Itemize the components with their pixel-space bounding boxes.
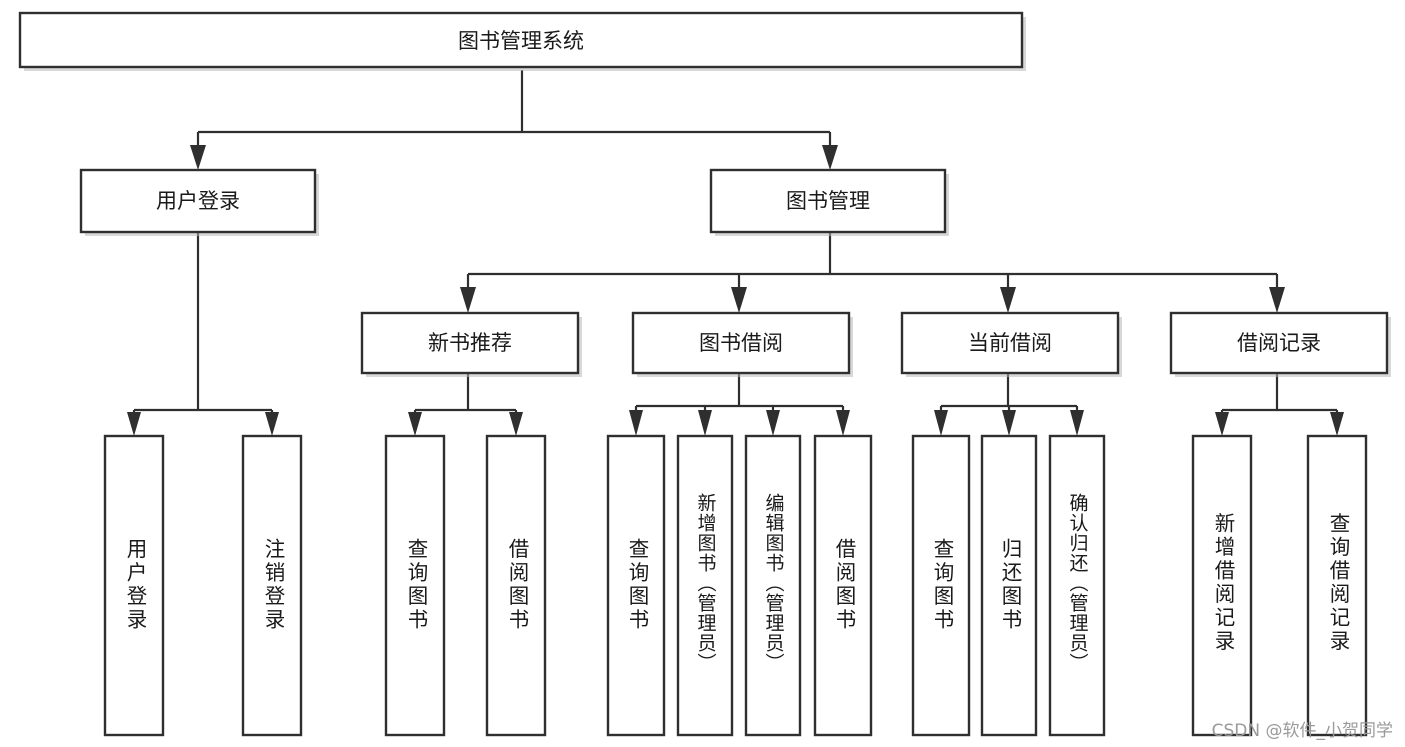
- leaf-bb-edit-book-box[interactable]: [744, 434, 802, 737]
- leaf-cb-query-book-label: 查询图书: [930, 538, 954, 632]
- arrow-to-leaf-bb-edit-book: [766, 410, 780, 436]
- connectors-layer: [127, 70, 1344, 436]
- current-borrow-label: 当前借阅: [968, 331, 1052, 355]
- leaf-bb-edit-book-label: 编辑图书（管理员）: [763, 493, 785, 673]
- node-borrow-record[interactable]: 借阅记录: [1169, 311, 1391, 377]
- new-book-recommend-label: 新书推荐: [428, 331, 512, 355]
- csdn-watermark: CSDN @软件_小贺同学: [1211, 721, 1393, 741]
- arrow-to-book-manage: [822, 145, 838, 170]
- root-box[interactable]: [18, 11, 1024, 69]
- leaf-br-add-record-label: 新增借阅记录: [1211, 513, 1235, 654]
- arrow-to-book-borrow: [731, 287, 747, 313]
- node-leaf-rec-query-book[interactable]: 查询图书: [384, 434, 446, 737]
- new-book-recommend-box[interactable]: [360, 311, 580, 375]
- node-new-book-recommend[interactable]: 新书推荐: [360, 311, 582, 377]
- node-leaf-cb-confirm-return[interactable]: 确认归还（管理员）: [1048, 434, 1106, 737]
- leaf-cb-return-book-label: 归还图书: [998, 538, 1022, 632]
- leaf-user-login-box[interactable]: [103, 434, 165, 737]
- arrow-to-leaf-br-query-record: [1330, 412, 1344, 436]
- leaf-br-query-record-box[interactable]: [1306, 434, 1368, 737]
- arrow-to-leaf-rec-query-book: [408, 412, 422, 436]
- leaf-cb-query-book-box[interactable]: [911, 434, 971, 737]
- node-leaf-cb-return-book[interactable]: 归还图书: [980, 434, 1038, 737]
- node-leaf-bb-edit-book[interactable]: 编辑图书（管理员）: [744, 434, 802, 737]
- user-login-label: 用户登录: [156, 189, 240, 213]
- leaf-user-logout-label: 注销登录: [261, 538, 285, 632]
- node-leaf-bb-add-book[interactable]: 新增图书（管理员）: [676, 434, 734, 737]
- book-manage-label: 图书管理: [786, 189, 870, 213]
- current-borrow-box[interactable]: [900, 311, 1120, 375]
- leaf-bb-query-book-box[interactable]: [606, 434, 666, 737]
- leaf-cb-return-book-box[interactable]: [980, 434, 1038, 737]
- arrow-to-leaf-bb-add-book: [698, 410, 712, 436]
- node-leaf-br-query-record[interactable]: 查询借阅记录: [1306, 434, 1368, 737]
- arrow-to-new-book-recommend: [460, 287, 476, 313]
- arrow-to-borrow-record: [1269, 287, 1285, 313]
- arrow-to-leaf-br-add-record: [1215, 412, 1229, 436]
- leaf-cb-confirm-return-label: 确认归还（管理员）: [1067, 493, 1089, 673]
- arrow-to-leaf-bb-borrow-book: [836, 410, 850, 436]
- book-manage-box[interactable]: [709, 168, 947, 234]
- node-leaf-cb-query-book[interactable]: 查询图书: [911, 434, 971, 737]
- node-leaf-user-logout[interactable]: 注销登录: [241, 434, 303, 737]
- leaf-rec-query-book-box[interactable]: [384, 434, 446, 737]
- node-book-manage[interactable]: 图书管理: [709, 168, 949, 236]
- leaf-rec-borrow-book-label: 借阅图书: [505, 538, 529, 632]
- leaf-cb-confirm-return-box[interactable]: [1048, 434, 1106, 737]
- borrow-record-box[interactable]: [1169, 311, 1389, 375]
- node-leaf-br-add-record[interactable]: 新增借阅记录: [1191, 434, 1253, 737]
- borrow-record-label: 借阅记录: [1237, 331, 1321, 355]
- arrow-to-leaf-cb-return-book: [1002, 410, 1016, 436]
- leaf-bb-borrow-book-box[interactable]: [813, 434, 873, 737]
- arrow-to-leaf-bb-query-book: [629, 410, 643, 436]
- node-book-borrow[interactable]: 图书借阅: [631, 311, 853, 377]
- book-borrow-box[interactable]: [631, 311, 851, 375]
- arrow-to-user-login: [190, 145, 206, 170]
- leaf-bb-add-book-label: 新增图书（管理员）: [695, 493, 717, 673]
- arrow-to-leaf-cb-confirm-return: [1070, 410, 1084, 436]
- leaf-br-add-record-box[interactable]: [1191, 434, 1253, 737]
- node-user-login[interactable]: 用户登录: [79, 168, 319, 236]
- node-leaf-bb-borrow-book[interactable]: 借阅图书: [813, 434, 873, 737]
- node-root[interactable]: 图书管理系统: [18, 11, 1026, 71]
- leaf-rec-query-book-label: 查询图书: [404, 538, 428, 632]
- leaf-user-login-label: 用户登录: [123, 538, 147, 632]
- leaf-user-logout-box[interactable]: [241, 434, 303, 737]
- node-current-borrow[interactable]: 当前借阅: [900, 311, 1122, 377]
- root-label: 图书管理系统: [458, 29, 584, 53]
- node-leaf-bb-query-book[interactable]: 查询图书: [606, 434, 666, 737]
- book-borrow-label: 图书借阅: [699, 331, 783, 355]
- leaf-bb-borrow-book-label: 借阅图书: [832, 538, 856, 632]
- leaf-rec-borrow-book-box[interactable]: [485, 434, 547, 737]
- node-leaf-user-login[interactable]: 用户登录: [103, 434, 165, 737]
- leaf-bb-add-book-box[interactable]: [676, 434, 734, 737]
- arrow-to-leaf-cb-query-book: [934, 410, 948, 436]
- node-leaf-rec-borrow-book[interactable]: 借阅图书: [485, 434, 547, 737]
- user-login-box[interactable]: [79, 168, 317, 234]
- leaf-bb-query-book-label: 查询图书: [625, 538, 649, 632]
- arrow-to-leaf-user-login: [127, 412, 141, 436]
- leaf-br-query-record-label: 查询借阅记录: [1326, 513, 1350, 654]
- arrow-to-leaf-rec-borrow-book: [509, 412, 523, 436]
- arrow-to-leaf-user-logout: [265, 412, 279, 436]
- arrow-to-current-borrow: [1000, 287, 1016, 313]
